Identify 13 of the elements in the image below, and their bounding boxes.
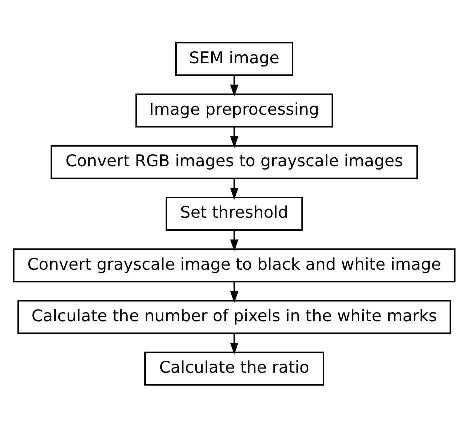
node-box: Image preprocessing bbox=[136, 93, 334, 128]
arrow bbox=[230, 333, 239, 354]
arrow bbox=[230, 178, 239, 200]
node-box: Calculate the number of pixels in the white marks bbox=[18, 300, 452, 334]
node-box: Convert grayscale image to black and white image bbox=[13, 248, 456, 282]
node-box: Set threshold bbox=[166, 196, 304, 230]
arrow bbox=[230, 126, 239, 148]
node-box: SEM image bbox=[176, 42, 294, 76]
arrow bbox=[230, 74, 239, 96]
node-box: Convert RGB images to grayscale images bbox=[50, 144, 418, 179]
arrow bbox=[230, 230, 239, 252]
arrow bbox=[230, 281, 239, 303]
node-box: Calculate the ratio bbox=[144, 351, 324, 386]
